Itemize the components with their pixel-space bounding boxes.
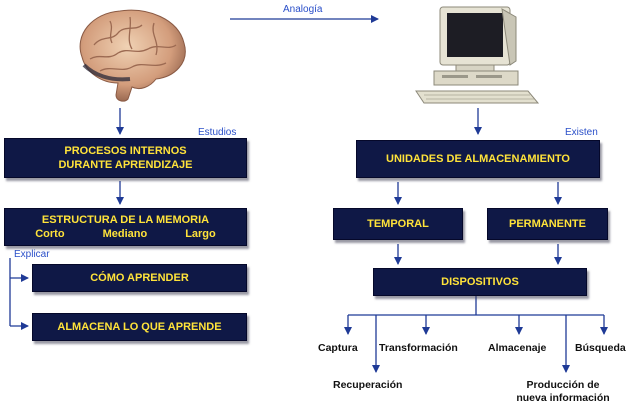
box-devices-text: DISPOSITIVOS bbox=[441, 276, 519, 288]
box-internal-processes: PROCESOS INTERNOS DURANTE APRENDIZAJE bbox=[4, 138, 247, 178]
function-capture: Captura bbox=[318, 342, 358, 354]
box-how-to-learn-text: CÓMO APRENDER bbox=[90, 272, 189, 284]
box-how-to-learn: CÓMO APRENDER bbox=[32, 264, 247, 292]
studies-label: Estudios bbox=[198, 127, 237, 138]
box-memory-structure: ESTRUCTURA DE LA MEMORIA Corto Mediano L… bbox=[4, 208, 247, 246]
memory-term-long: Largo bbox=[185, 228, 216, 240]
function-recovery: Recuperación bbox=[333, 379, 403, 391]
exist-label: Existen bbox=[565, 127, 598, 138]
box-devices: DISPOSITIVOS bbox=[373, 268, 587, 296]
box-temporal: TEMPORAL bbox=[333, 208, 463, 240]
box-internal-processes-line2: DURANTE APRENDIZAJE bbox=[58, 159, 193, 171]
brain-icon bbox=[79, 9, 186, 102]
box-permanent: PERMANENTE bbox=[487, 208, 608, 240]
computer-icon bbox=[415, 6, 540, 104]
explain-label: Explicar bbox=[14, 249, 50, 260]
box-permanent-text: PERMANENTE bbox=[508, 218, 586, 230]
memory-term-short: Corto bbox=[35, 228, 65, 240]
function-production-line2: nueva información bbox=[516, 392, 610, 404]
analogy-label: Analogía bbox=[283, 4, 323, 15]
box-stores-learning-text: ALMACENA LO QUE APRENDE bbox=[57, 321, 222, 333]
function-search: Búsqueda bbox=[575, 342, 626, 354]
box-memory-structure-title: ESTRUCTURA DE LA MEMORIA bbox=[41, 214, 210, 226]
box-temporal-text: TEMPORAL bbox=[367, 218, 429, 230]
box-stores-learning: ALMACENA LO QUE APRENDE bbox=[32, 313, 247, 341]
function-storage: Almacenaje bbox=[488, 342, 547, 354]
memory-terms: Corto Mediano Largo bbox=[35, 227, 216, 241]
memory-term-medium: Mediano bbox=[102, 228, 148, 240]
box-storage-units-text: UNIDADES DE ALMACENAMIENTO bbox=[386, 153, 570, 165]
function-production: Producción de nueva información bbox=[505, 379, 621, 405]
box-internal-processes-line1: PROCESOS INTERNOS bbox=[64, 145, 187, 157]
function-transform: Transformación bbox=[379, 342, 458, 354]
function-production-line1: Producción de bbox=[526, 379, 600, 391]
box-storage-units: UNIDADES DE ALMACENAMIENTO bbox=[356, 140, 600, 178]
